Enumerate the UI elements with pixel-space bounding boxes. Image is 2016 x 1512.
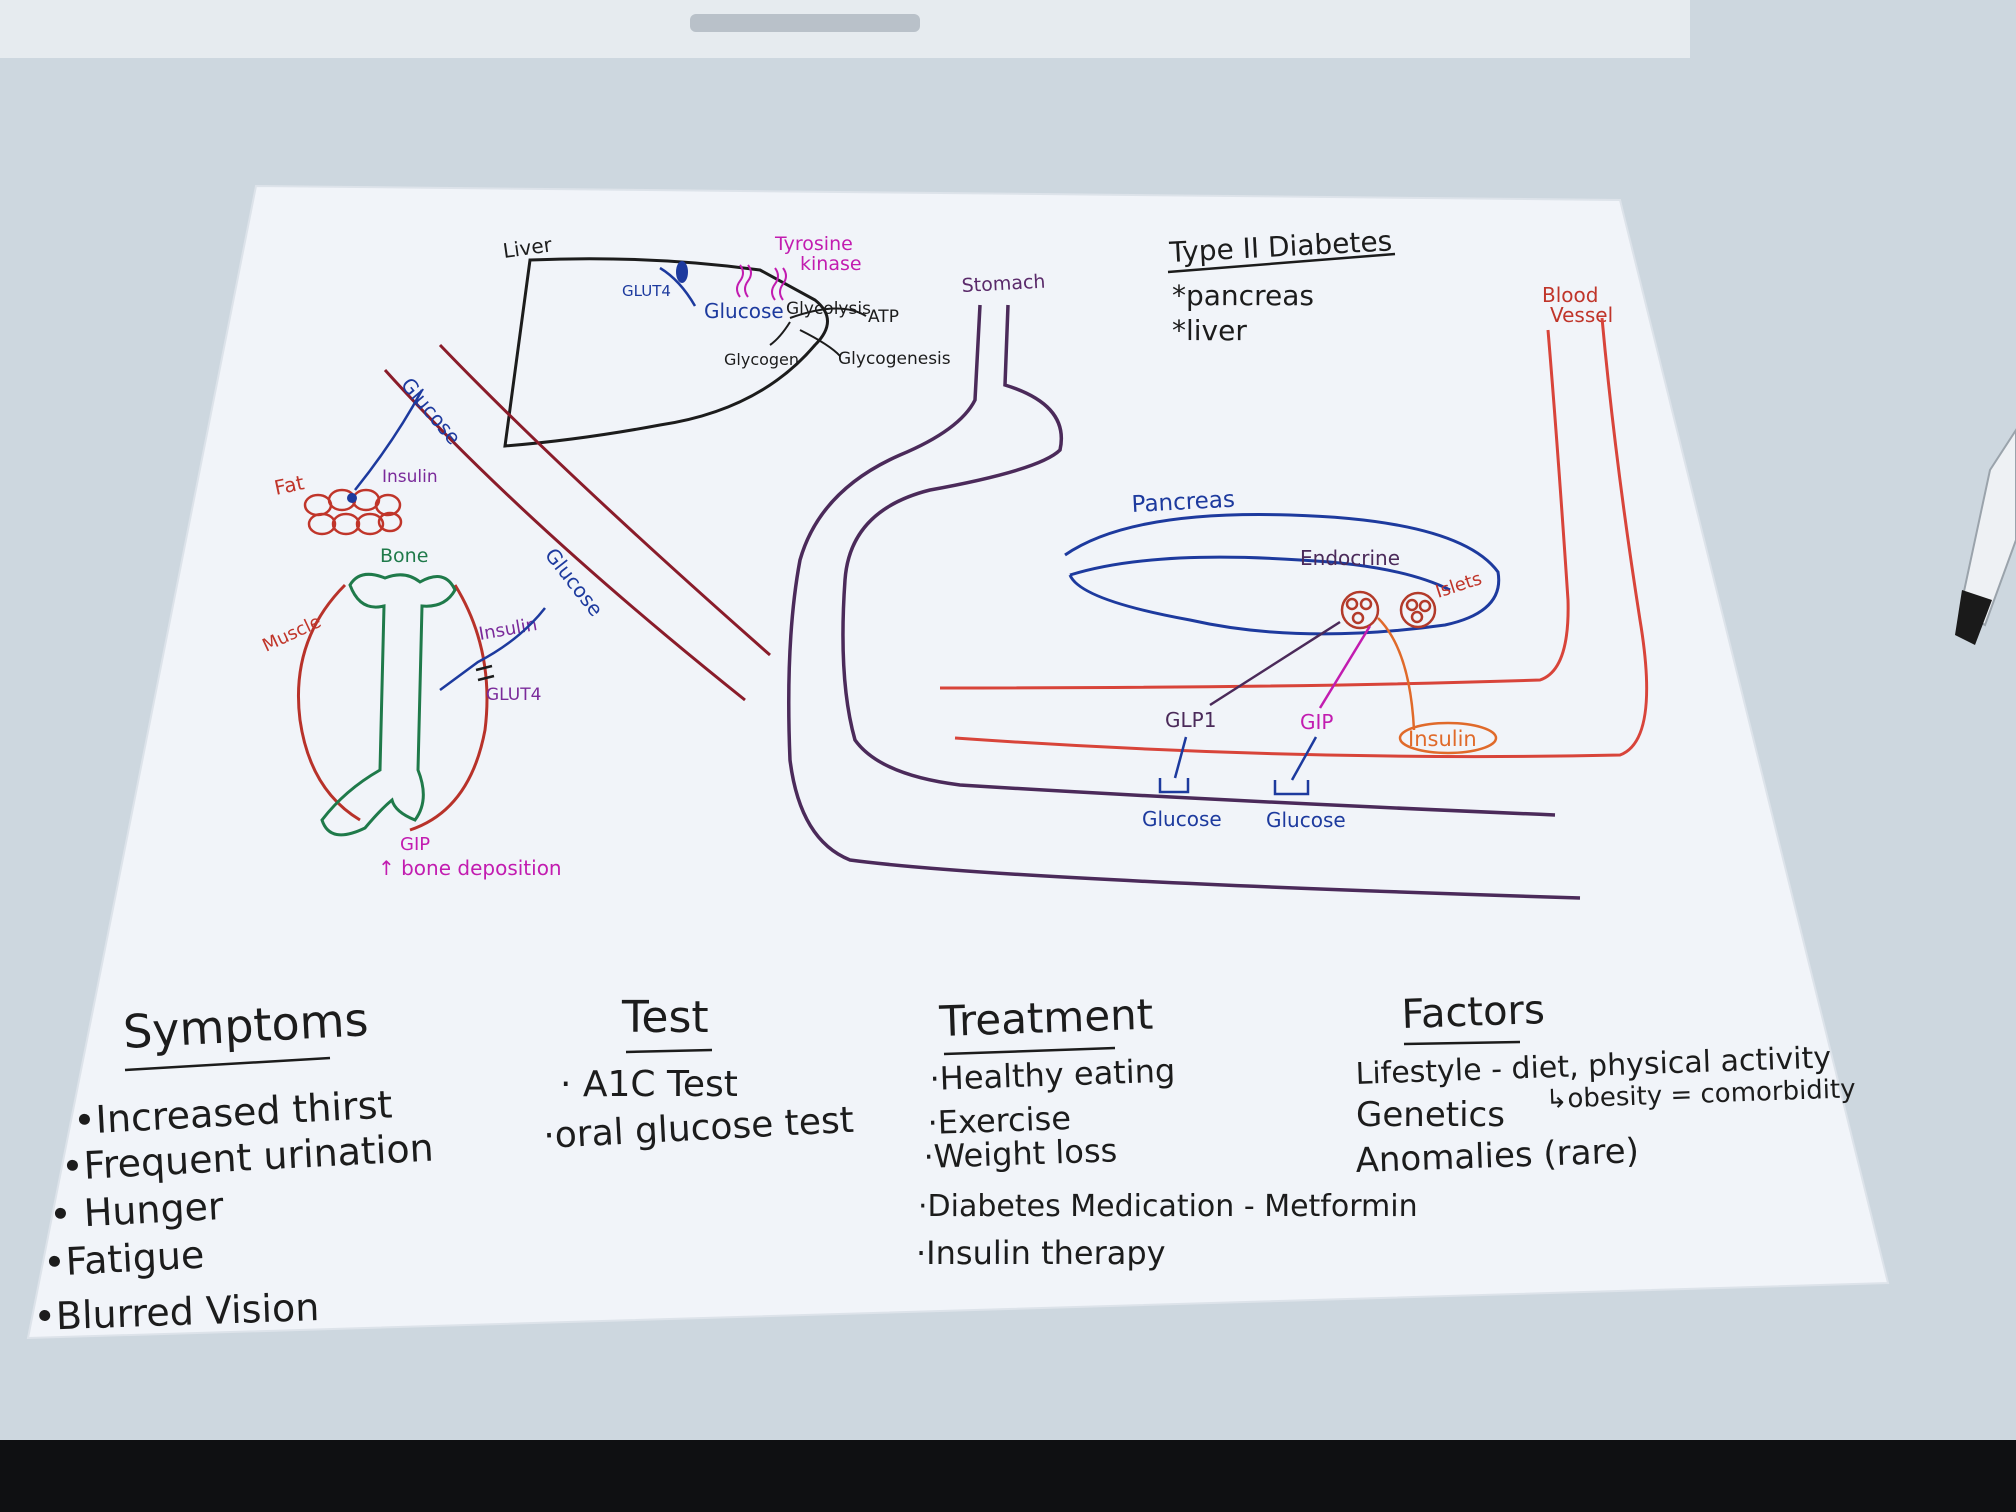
incretin-group: GLP1 GIP Glucose Glucose bbox=[1142, 620, 1372, 832]
gi-tract-outer-wall bbox=[787, 304, 1581, 900]
treatment-item-4: ·Diabetes Medication - Metformin bbox=[918, 1189, 1418, 1224]
factors-section: Factors Lifestyle - diet, physical activ… bbox=[1355, 987, 1856, 1181]
treatment-section: Treatment ·Healthy eating ·Exercise ·Wei… bbox=[916, 990, 1418, 1272]
glp1-to-islet-arrow-icon bbox=[1209, 620, 1341, 707]
right-blood-vessel: Blood Vessel bbox=[939, 283, 1649, 759]
treatment-item-1: ·Healthy eating bbox=[929, 1051, 1176, 1098]
muscle-glut4-label: GLUT4 bbox=[486, 685, 541, 705]
factors-heading-underline bbox=[1403, 1040, 1521, 1046]
liver-glut4-arrow-icon bbox=[659, 266, 697, 307]
bone-label: Bone bbox=[380, 545, 428, 567]
fat-cell-cluster-icon bbox=[303, 488, 403, 536]
symptoms-heading-underline bbox=[124, 1056, 331, 1072]
insulin-release-bubble bbox=[1398, 721, 1498, 755]
glycogenesis-label: Glycogenesis bbox=[838, 349, 951, 369]
gi-tract-inner-wall bbox=[841, 304, 1556, 817]
islet-cell-1-icon bbox=[1340, 590, 1380, 630]
islet-cell-2-icon bbox=[1399, 591, 1437, 629]
vessel-wall-lower bbox=[383, 368, 746, 702]
glp1-label: GLP1 bbox=[1165, 708, 1216, 732]
muscle-bone-group: Muscle Bone Insulin GLUT4 GIP ↑ bone dep… bbox=[259, 545, 561, 880]
symptoms-heading: Symptoms bbox=[122, 992, 370, 1059]
pancreas-group: Pancreas Endocrine Islets Insulin bbox=[1064, 487, 1501, 755]
glycogen-label: Glycogen bbox=[724, 350, 799, 369]
liver-outline bbox=[503, 257, 829, 448]
title-item-liver: *liver bbox=[1172, 314, 1247, 347]
liver-glucose-label: Glucose bbox=[704, 299, 784, 323]
paper-sheet bbox=[26, 184, 1890, 1340]
blood-vessel-outer-wall bbox=[954, 317, 1649, 759]
muscle-insulin-arrow-icon bbox=[439, 607, 546, 692]
tyrosine-kinase-receptor-icon bbox=[736, 264, 787, 301]
stomach-label: Stomach bbox=[961, 271, 1046, 297]
symptom-item-3: • Hunger bbox=[48, 1184, 225, 1237]
blood-vessel-inner-wall bbox=[939, 329, 1570, 690]
endocrine-label: Endocrine bbox=[1300, 546, 1400, 570]
desk-edge bbox=[0, 1440, 2016, 1512]
pancreas-inner-outline bbox=[1069, 555, 1451, 592]
treatment-item-3: ·Weight loss bbox=[923, 1131, 1118, 1176]
treatment-item-2: ·Exercise bbox=[927, 1099, 1072, 1142]
vessel-wall-upper bbox=[438, 343, 771, 657]
glycogenesis-arrow-icon bbox=[799, 329, 841, 357]
atp-label: ATP bbox=[868, 307, 899, 327]
factors-heading: Factors bbox=[1401, 987, 1546, 1038]
glycogen-arrow-icon bbox=[769, 321, 791, 346]
fat-insulin-label: Insulin bbox=[382, 467, 438, 487]
islet-to-insulin-arrow-icon bbox=[1377, 617, 1416, 731]
treatment-heading: Treatment bbox=[938, 990, 1154, 1046]
liver-glut4-label: GLUT4 bbox=[622, 282, 671, 300]
symptom-item-5: •Blurred Vision bbox=[33, 1285, 320, 1339]
tyrosine-kinase-line2: kinase bbox=[800, 253, 862, 275]
title-underline bbox=[1167, 252, 1396, 274]
liver-glut4-transporter-icon bbox=[676, 261, 688, 283]
intestine-glucose-2: Glucose bbox=[1266, 808, 1346, 832]
test-item-1: · A1C Test bbox=[560, 1064, 738, 1105]
glucose-to-glp1-arrow-icon bbox=[1173, 736, 1188, 779]
glucose-to-gip-arrow-icon bbox=[1290, 736, 1318, 781]
factor-item-3: Anomalies (rare) bbox=[1355, 1131, 1640, 1181]
glycolysis-arrow-icon bbox=[789, 307, 867, 319]
muscle-gip-label: GIP bbox=[400, 834, 430, 855]
liver-group: Liver GLUT4 Tyrosine kinase Glucose Glyc… bbox=[501, 232, 951, 448]
muscle-glut4-receptor-icon bbox=[475, 664, 495, 682]
intestine-glucose-1: Glucose bbox=[1142, 807, 1222, 831]
treatment-item-5: ·Insulin therapy bbox=[916, 1234, 1166, 1272]
gip-label: GIP bbox=[1300, 710, 1333, 734]
pancreas-insulin-label: Insulin bbox=[1408, 727, 1477, 751]
title-item-pancreas: *pancreas bbox=[1172, 279, 1314, 312]
test-heading-underline bbox=[625, 1048, 713, 1054]
blood-vessel-label-line1: Blood bbox=[1542, 283, 1598, 307]
glucose-to-fat-arrow-icon bbox=[354, 389, 424, 491]
gip-to-islet-arrow-icon bbox=[1318, 625, 1372, 709]
glucose-receptor-2-icon bbox=[1273, 780, 1310, 796]
pancreas-label: Pancreas bbox=[1131, 487, 1236, 518]
factor-item-2: Genetics bbox=[1356, 1095, 1505, 1135]
test-heading: Test bbox=[621, 992, 709, 1043]
bone-outline bbox=[320, 572, 457, 837]
tyrosine-kinase-line1: Tyrosine bbox=[774, 233, 853, 255]
fat-insulin-receptor-icon bbox=[347, 493, 357, 503]
bone-deposition-label: ↑ bone deposition bbox=[378, 856, 562, 880]
gi-tract: Stomach bbox=[787, 271, 1581, 900]
muscle-outline bbox=[296, 583, 489, 832]
symptom-item-4: •Fatigue bbox=[42, 1233, 205, 1285]
pen bbox=[1955, 428, 2016, 645]
glucose-receptor-1-icon bbox=[1158, 778, 1190, 794]
pancreas-outer-outline bbox=[1064, 513, 1501, 636]
laptop-hinge bbox=[690, 14, 920, 32]
treatment-heading-underline bbox=[943, 1046, 1116, 1056]
